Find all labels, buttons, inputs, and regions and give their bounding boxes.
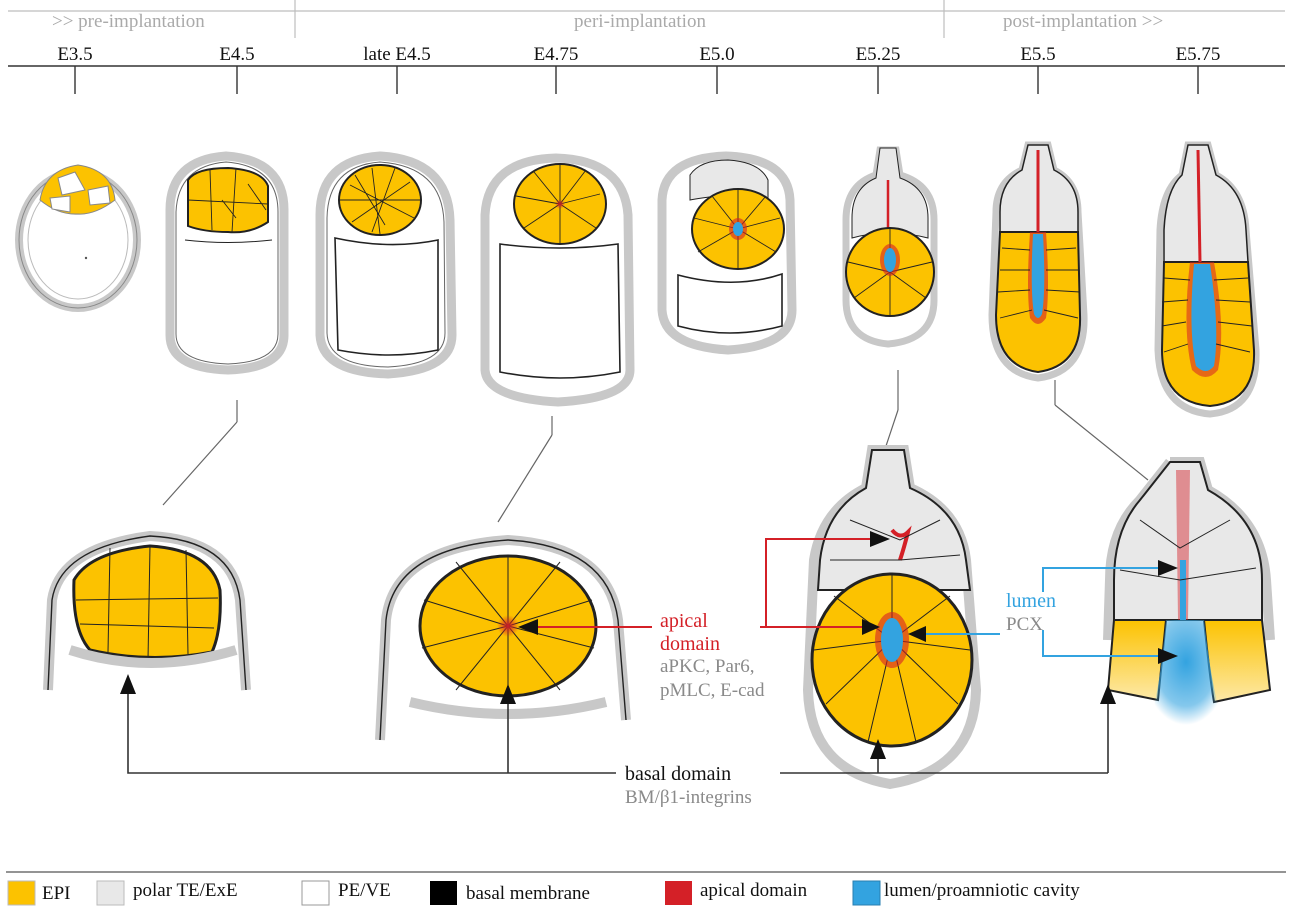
- legend-item-epi: EPI: [8, 881, 71, 905]
- legend-label-epi: EPI: [42, 883, 71, 904]
- pe-ve-swatch: [302, 881, 329, 905]
- stage-label-e5-5: E5.5: [1020, 44, 1055, 65]
- lumen-swatch: [853, 881, 880, 905]
- apical-markers-line2: pMLC, E-cad: [660, 680, 765, 701]
- stage-labels: E3.5 E4.5 late E4.5 E4.75 E5.0 E5.25 E5.…: [57, 44, 1220, 65]
- apical-label-line2: domain: [660, 633, 720, 655]
- legend-item-polar-te: polar TE/ExE: [97, 880, 238, 905]
- stage-label-e5-0: E5.0: [699, 44, 734, 65]
- stage-label-e4-75: E4.75: [534, 44, 579, 65]
- apical-label-line1: apical: [660, 610, 708, 632]
- stage-label-e3-5: E3.5: [57, 44, 92, 65]
- stage-label-late-e4-5: late E4.5: [363, 44, 431, 65]
- legend-label-basal-membrane: basal membrane: [466, 883, 590, 904]
- stage-label-e5-75: E5.75: [1176, 44, 1221, 65]
- polar-te-swatch: [97, 881, 124, 905]
- legend-item-pe-ve: PE/VE: [302, 880, 391, 905]
- phase-post-implantation: post-implantation >>: [1003, 11, 1163, 32]
- legend-label-apical-domain: apical domain: [700, 880, 808, 901]
- epi-swatch: [8, 881, 35, 905]
- embryo-e4-75: [485, 158, 630, 402]
- zoom-connectors: [163, 370, 1148, 522]
- apical-markers-line1: aPKC, Par6,: [660, 656, 754, 677]
- apical-domain-swatch: [665, 881, 692, 905]
- embryo-e3-5: [19, 165, 137, 308]
- zoom-embryo-e4-5: [48, 536, 246, 690]
- zoom-embryo-e5-5: [1108, 462, 1270, 725]
- embryo-e5-0: [662, 156, 792, 350]
- basal-label: basal domain: [625, 763, 731, 785]
- legend-label-polar-te: polar TE/ExE: [133, 880, 238, 901]
- stage-ticks: [75, 66, 1198, 94]
- basal-annotation: basal domain BM/β1-integrins: [625, 763, 752, 808]
- legend-item-apical-domain: apical domain: [665, 880, 808, 905]
- embryo-e5-75: [1158, 145, 1256, 414]
- embryo-e5-5: [992, 145, 1084, 378]
- timeline-header: >> pre-implantation peri-implantation po…: [8, 0, 1285, 66]
- stage-label-e5-25: E5.25: [856, 44, 901, 65]
- apical-annotation: apical domain aPKC, Par6, pMLC, E-cad: [660, 610, 765, 701]
- phase-pre-implantation: >> pre-implantation: [52, 11, 205, 32]
- lumen-annotation: lumen PCX: [1006, 590, 1056, 635]
- stage-label-e4-5: E4.5: [219, 44, 254, 65]
- legend-item-lumen: lumen/proamniotic cavity: [853, 880, 1080, 905]
- lumen-label: lumen: [1006, 590, 1056, 612]
- zoom-embryo-e4-75: [380, 540, 626, 740]
- embryo-late-e4-5: [320, 156, 452, 374]
- legend-item-basal-membrane: basal membrane: [430, 881, 590, 905]
- phase-peri-implantation: peri-implantation: [574, 11, 706, 32]
- embryo-e4-5: [170, 156, 284, 370]
- zoom-embryo-e5-25: [808, 450, 976, 784]
- embryo-e5-25: [846, 148, 934, 344]
- legend-label-lumen: lumen/proamniotic cavity: [884, 880, 1080, 901]
- legend: EPI polar TE/ExE PE/VE basal membrane ap…: [6, 872, 1286, 905]
- basal-marker: BM/β1-integrins: [625, 787, 752, 808]
- basal-membrane-swatch: [430, 881, 457, 905]
- lumen-marker: PCX: [1006, 614, 1043, 635]
- legend-label-pe-ve: PE/VE: [338, 880, 391, 901]
